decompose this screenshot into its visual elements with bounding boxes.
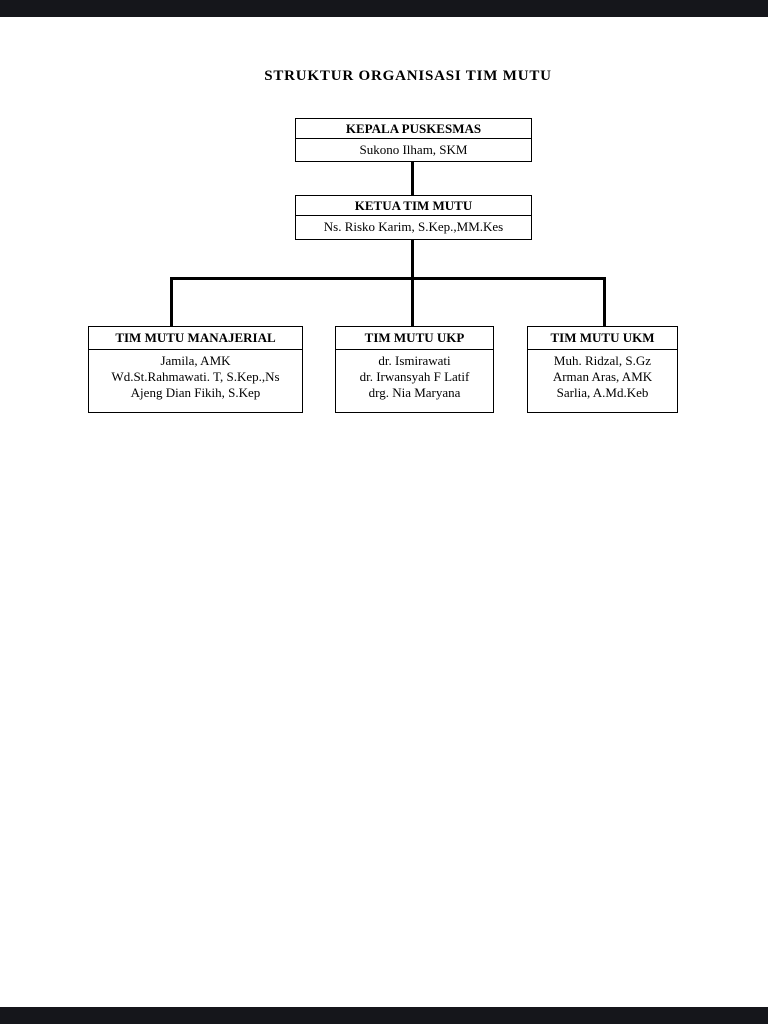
org-node-tim-mutu-manajerial: TIM MUTU MANAJERIAL Jamila, AMK Wd.St.Ra… (88, 326, 303, 413)
member-name: Arman Aras, AMK (552, 369, 653, 384)
node-title: TIM MUTU UKP (336, 327, 493, 350)
connector-ketua-to-branch (411, 240, 414, 277)
member-name: dr. Ismirawati (378, 353, 451, 368)
node-title: KETUA TIM MUTU (296, 196, 531, 216)
branch-horizontal-line (170, 277, 606, 280)
node-title: KEPALA PUSKESMAS (296, 119, 531, 139)
letterbox-bottom-bar (0, 1007, 768, 1024)
page-title: STRUKTUR ORGANISASI TIM MUTU (264, 68, 552, 84)
connector-branch-to-manajerial (170, 277, 173, 326)
node-members: dr. Ismirawati dr. Irwansyah F Latif drg… (336, 350, 493, 401)
member-name: Muh. Ridzal, S.Gz (553, 353, 652, 368)
node-members: Sukono Ilham, SKM (296, 139, 531, 160)
connector-branch-to-ukp (411, 277, 414, 326)
org-node-kepala-puskesmas: KEPALA PUSKESMAS Sukono Ilham, SKM (295, 118, 532, 162)
member-name: Wd.St.Rahmawati. T, S.Kep.,Ns (111, 369, 280, 384)
org-node-ketua-tim-mutu: KETUA TIM MUTU Ns. Risko Karim, S.Kep.,M… (295, 195, 532, 240)
member-name: Ajeng Dian Fikih, S.Kep (130, 385, 261, 400)
node-members: Muh. Ridzal, S.Gz Arman Aras, AMK Sarlia… (528, 350, 677, 401)
letterbox-top-bar (0, 0, 768, 17)
node-members: Jamila, AMK Wd.St.Rahmawati. T, S.Kep.,N… (89, 350, 302, 401)
node-title: TIM MUTU MANAJERIAL (89, 327, 302, 350)
member-name: Ns. Risko Karim, S.Kep.,MM.Kes (323, 218, 504, 234)
node-members: Ns. Risko Karim, S.Kep.,MM.Kes (296, 216, 531, 237)
org-node-tim-mutu-ukm: TIM MUTU UKM Muh. Ridzal, S.Gz Arman Ara… (527, 326, 678, 413)
member-name: Sarlia, A.Md.Keb (556, 385, 649, 400)
node-title: TIM MUTU UKM (528, 327, 677, 350)
member-name: Jamila, AMK (160, 353, 231, 368)
member-name: dr. Irwansyah F Latif (359, 369, 470, 384)
org-node-tim-mutu-ukp: TIM MUTU UKP dr. Ismirawati dr. Irwansya… (335, 326, 494, 413)
member-name: Sukono Ilham, SKM (359, 141, 468, 157)
connector-branch-to-ukm (603, 277, 606, 326)
member-name: drg. Nia Maryana (368, 385, 461, 400)
connector-kepala-to-ketua (411, 162, 414, 196)
